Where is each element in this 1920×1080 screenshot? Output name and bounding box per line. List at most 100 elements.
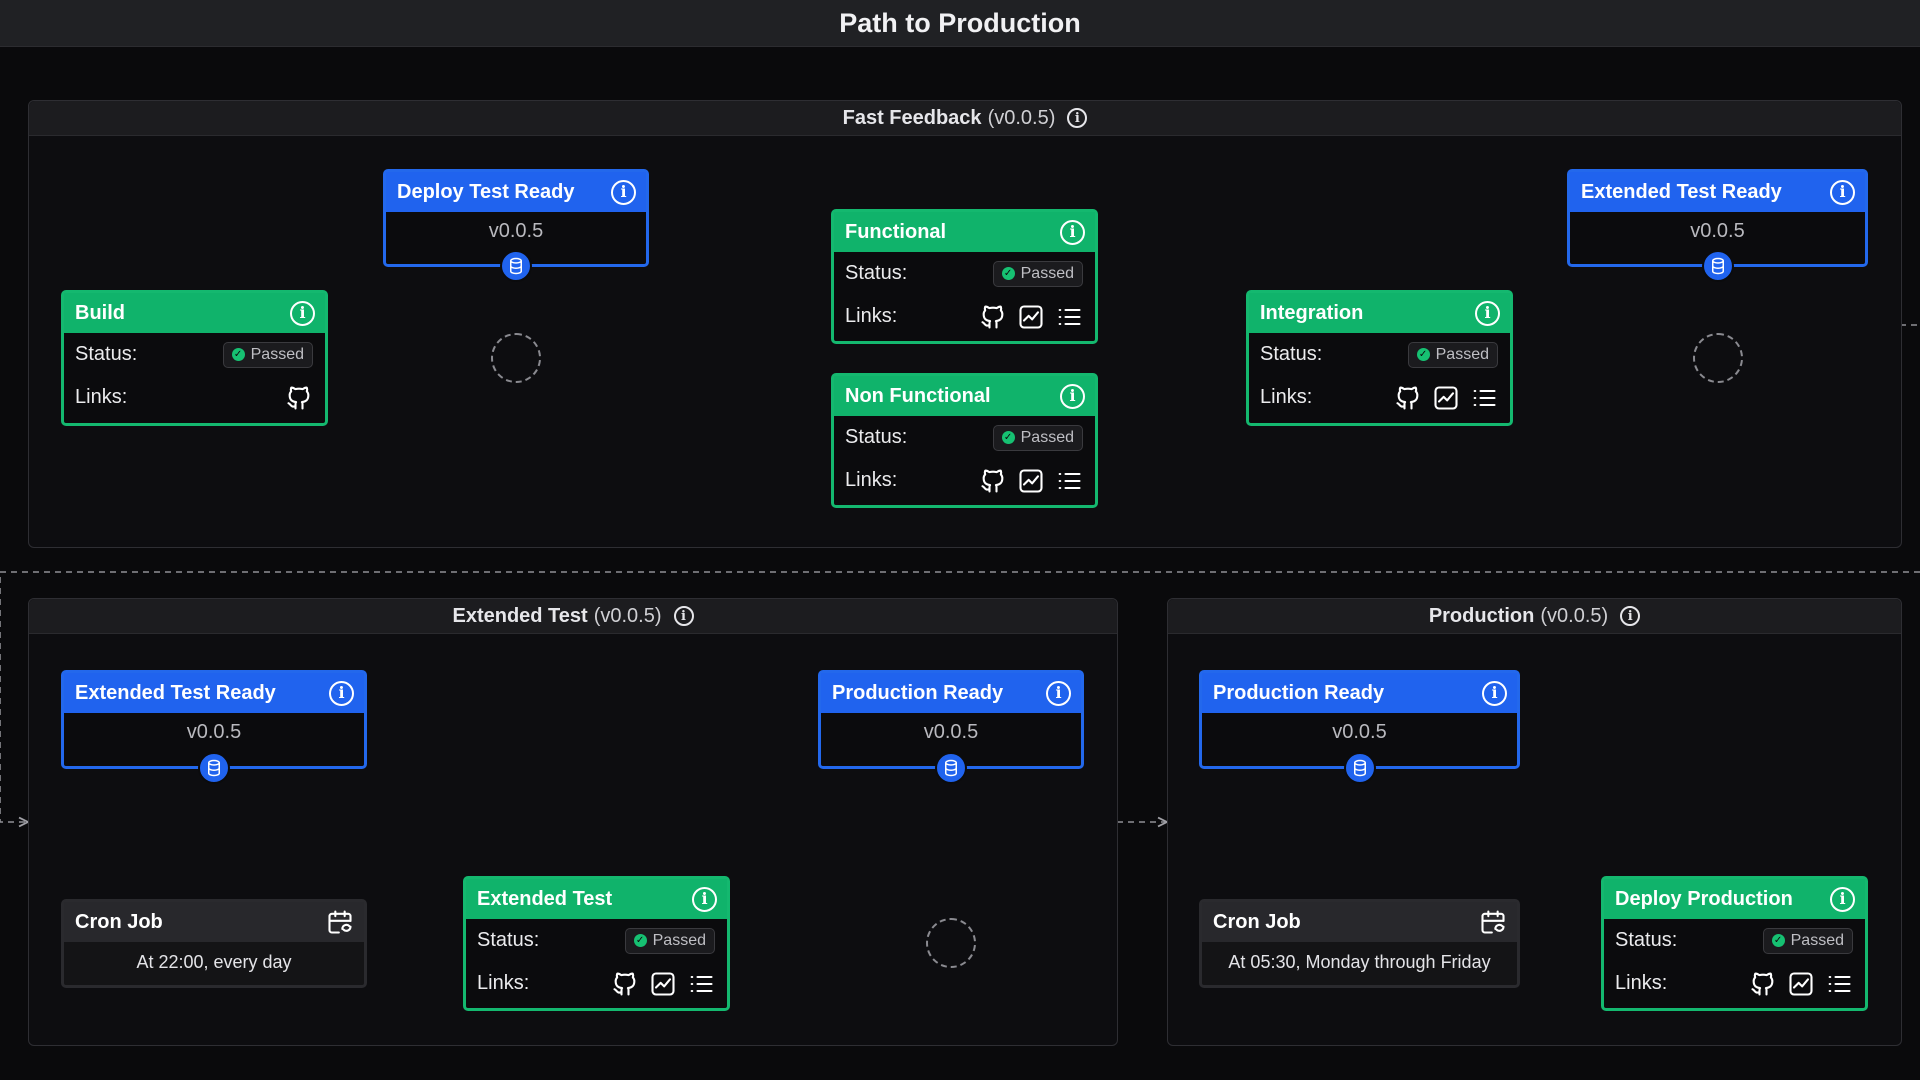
chart-icon[interactable] — [649, 970, 677, 998]
info-icon[interactable]: i — [1475, 300, 1500, 326]
node-title: Extended Test — [477, 887, 613, 910]
status-row: Status: ✓Passed — [1249, 333, 1510, 376]
calendar-sync-icon[interactable] — [326, 908, 354, 936]
info-icon[interactable]: i — [1060, 383, 1085, 409]
chart-icon[interactable] — [1432, 384, 1460, 412]
cron-schedule: At 22:00, every day — [136, 952, 292, 972]
deploy-test-ready-node[interactable]: Deploy Test Ready i v0.0.5 — [383, 169, 649, 282]
production-ready-node[interactable]: Production Ready i v0.0.5 — [1199, 670, 1520, 784]
extended-test-ready-node[interactable]: Extended Test Ready i v0.0.5 — [61, 670, 367, 784]
links-label: Links: — [1615, 972, 1668, 994]
status-text: Passed — [1020, 264, 1074, 282]
integration-node[interactable]: Integration i Status: ✓Passed Links: — [1246, 290, 1513, 426]
status-text: Passed — [1020, 428, 1074, 446]
info-icon[interactable]: i — [1046, 680, 1071, 706]
status-badge: ✓ Passed — [1407, 341, 1498, 368]
github-icon[interactable] — [979, 467, 1007, 495]
database-icon[interactable] — [935, 752, 967, 784]
info-icon[interactable]: i — [1620, 606, 1641, 626]
build-node[interactable]: Build i Status: ✓ Passed Links: — [61, 290, 328, 426]
stage-header: Production (v0.0.5) i — [1168, 599, 1901, 634]
info-icon[interactable]: i — [1067, 108, 1088, 128]
database-icon[interactable] — [500, 250, 532, 282]
calendar-sync-icon[interactable] — [1479, 908, 1507, 936]
node-header: Build i — [64, 293, 325, 333]
deploy-production-node[interactable]: Deploy Production i Status: ✓Passed Link… — [1601, 876, 1868, 1011]
extended-test-node[interactable]: Extended Test i Status: ✓Passed Links: — [463, 876, 730, 1011]
links-label: Links: — [477, 972, 530, 994]
info-icon[interactable]: i — [692, 886, 717, 912]
status-label: Status: — [75, 343, 138, 365]
info-icon[interactable]: i — [290, 300, 315, 326]
production-ready-et-node[interactable]: Production Ready i v0.0.5 — [818, 670, 1084, 784]
node-title: Cron Job — [1213, 910, 1301, 933]
chart-icon[interactable] — [1787, 970, 1815, 998]
node-header: Integration i — [1249, 293, 1510, 333]
status-label: Status: — [1615, 929, 1678, 951]
node-version: v0.0.5 — [923, 721, 979, 743]
info-icon[interactable]: i — [1830, 179, 1855, 205]
stage-version: (v0.0.5) — [1540, 604, 1609, 627]
node-title: Functional — [845, 220, 947, 243]
github-icon[interactable] — [1394, 384, 1422, 412]
github-icon[interactable] — [285, 384, 313, 412]
check-icon: ✓ — [231, 348, 245, 361]
status-label: Status: — [477, 929, 540, 951]
database-icon[interactable] — [1343, 752, 1376, 784]
status-text: Passed — [1790, 931, 1844, 949]
info-icon[interactable]: i — [673, 606, 694, 626]
non-functional-node[interactable]: Non Functional i Status: ✓Passed Links: — [831, 373, 1098, 508]
info-icon[interactable]: i — [1830, 886, 1855, 912]
check-icon: ✓ — [633, 934, 647, 947]
node-title: Production Ready — [1213, 681, 1385, 704]
info-icon[interactable]: i — [611, 179, 636, 205]
list-icon[interactable] — [1055, 467, 1083, 495]
node-version: v0.0.5 — [1690, 220, 1745, 242]
node-title: Extended Test Ready — [1581, 180, 1782, 203]
node-title: Deploy Test Ready — [397, 180, 575, 203]
cron-job-prod-node[interactable]: Cron Job At 05:30, Monday through Friday — [1199, 899, 1520, 988]
github-icon[interactable] — [979, 303, 1007, 331]
node-header: Production Ready i — [821, 673, 1081, 713]
page-header: Path to Production — [0, 0, 1920, 47]
chart-icon[interactable] — [1017, 303, 1045, 331]
node-header: Deploy Production i — [1604, 879, 1865, 919]
list-icon[interactable] — [1055, 303, 1083, 331]
cron-schedule: At 05:30, Monday through Friday — [1228, 952, 1491, 972]
status-badge: ✓ Passed — [222, 341, 313, 368]
list-icon[interactable] — [687, 970, 715, 998]
node-title: Extended Test Ready — [75, 681, 276, 704]
page-title: Path to Production — [839, 7, 1081, 38]
check-icon: ✓ — [1001, 267, 1015, 280]
status-label: Status: — [845, 426, 908, 448]
github-icon[interactable] — [1749, 970, 1777, 998]
status-label: Status: — [845, 262, 908, 284]
node-title: Deploy Production — [1615, 887, 1793, 910]
database-icon[interactable] — [198, 752, 230, 784]
links-label: Links: — [1260, 386, 1313, 408]
extended-test-ready-ff-node[interactable]: Extended Test Ready i v0.0.5 — [1567, 169, 1868, 282]
status-text: Passed — [1435, 345, 1489, 363]
links-label: Links: — [75, 386, 128, 408]
node-title: Build — [75, 301, 125, 324]
status-row: Status: ✓ Passed — [64, 333, 325, 376]
gate-junction — [1693, 333, 1743, 383]
status-badge: ✓Passed — [992, 424, 1083, 451]
list-icon[interactable] — [1470, 384, 1498, 412]
cron-job-et-node[interactable]: Cron Job At 22:00, every day — [61, 899, 367, 988]
status-text: Passed — [250, 345, 304, 363]
links-label: Links: — [845, 305, 898, 327]
github-icon[interactable] — [611, 970, 639, 998]
info-icon[interactable]: i — [1482, 680, 1507, 706]
chart-icon[interactable] — [1017, 467, 1045, 495]
functional-node[interactable]: Functional i Status: ✓ Passed Links: — [831, 209, 1098, 344]
status-row: Status: ✓Passed — [466, 919, 727, 962]
info-icon[interactable]: i — [329, 680, 354, 706]
database-icon[interactable] — [1701, 250, 1734, 282]
stage-header: Fast Feedback (v0.0.5) i — [29, 101, 1901, 136]
list-icon[interactable] — [1825, 970, 1853, 998]
node-header: Functional i — [834, 212, 1095, 252]
info-icon[interactable]: i — [1060, 219, 1085, 245]
check-icon: ✓ — [1416, 348, 1430, 361]
gate-junction — [926, 918, 976, 968]
